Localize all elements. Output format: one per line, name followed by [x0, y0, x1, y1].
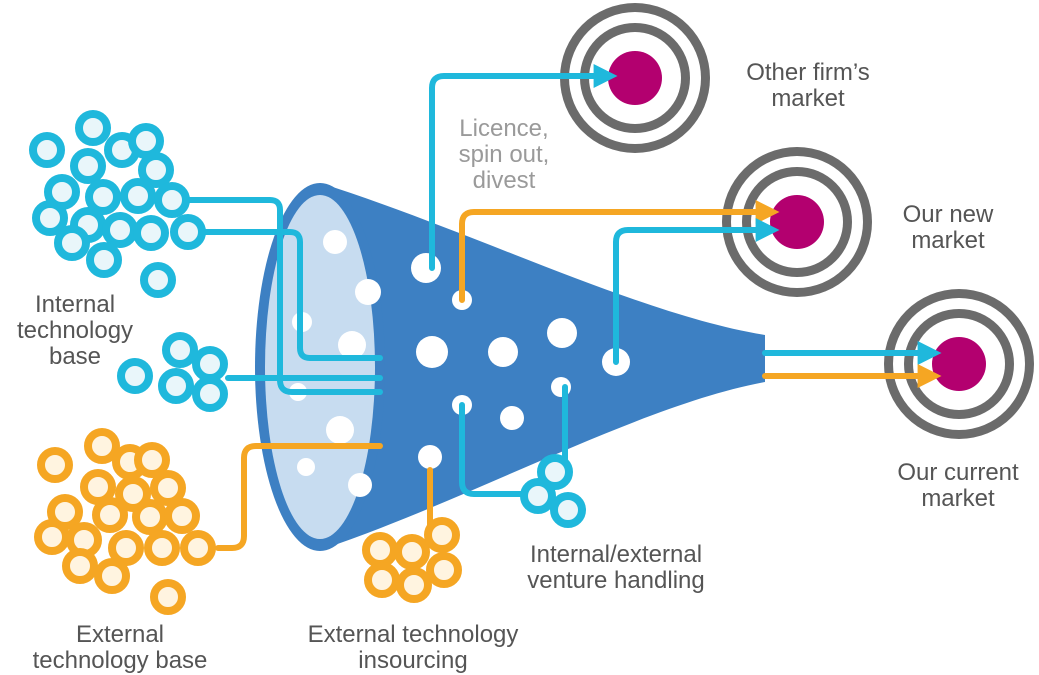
label-external-technology-base: External technology base — [32, 621, 208, 674]
external-technology-bubbles — [34, 428, 216, 615]
insourcing-bubbles — [362, 517, 462, 603]
internal-technology-bubbles — [29, 110, 228, 412]
flow-connectors — [172, 64, 942, 551]
funnel-icon — [255, 183, 765, 551]
label-our-current-market: Our current market — [897, 459, 1019, 512]
label-external-technology-insourcing: External technology insourcing — [307, 621, 519, 674]
venture-bubbles — [520, 454, 586, 528]
target-icon-our-new-market — [722, 147, 872, 297]
label-venture-handling: Internal/external venture handling — [527, 541, 705, 594]
label-internal-technology-base: Internal technology base — [16, 291, 134, 370]
label-our-new-market: Our new market — [902, 201, 994, 254]
target-icon-other-firm-market — [560, 3, 710, 153]
label-other-firms-market: Other firm’s market — [746, 59, 870, 112]
target-icon-our-current-market — [884, 289, 1034, 439]
label-licence-spin-out-divest: Licence, spin out, divest — [458, 115, 550, 194]
